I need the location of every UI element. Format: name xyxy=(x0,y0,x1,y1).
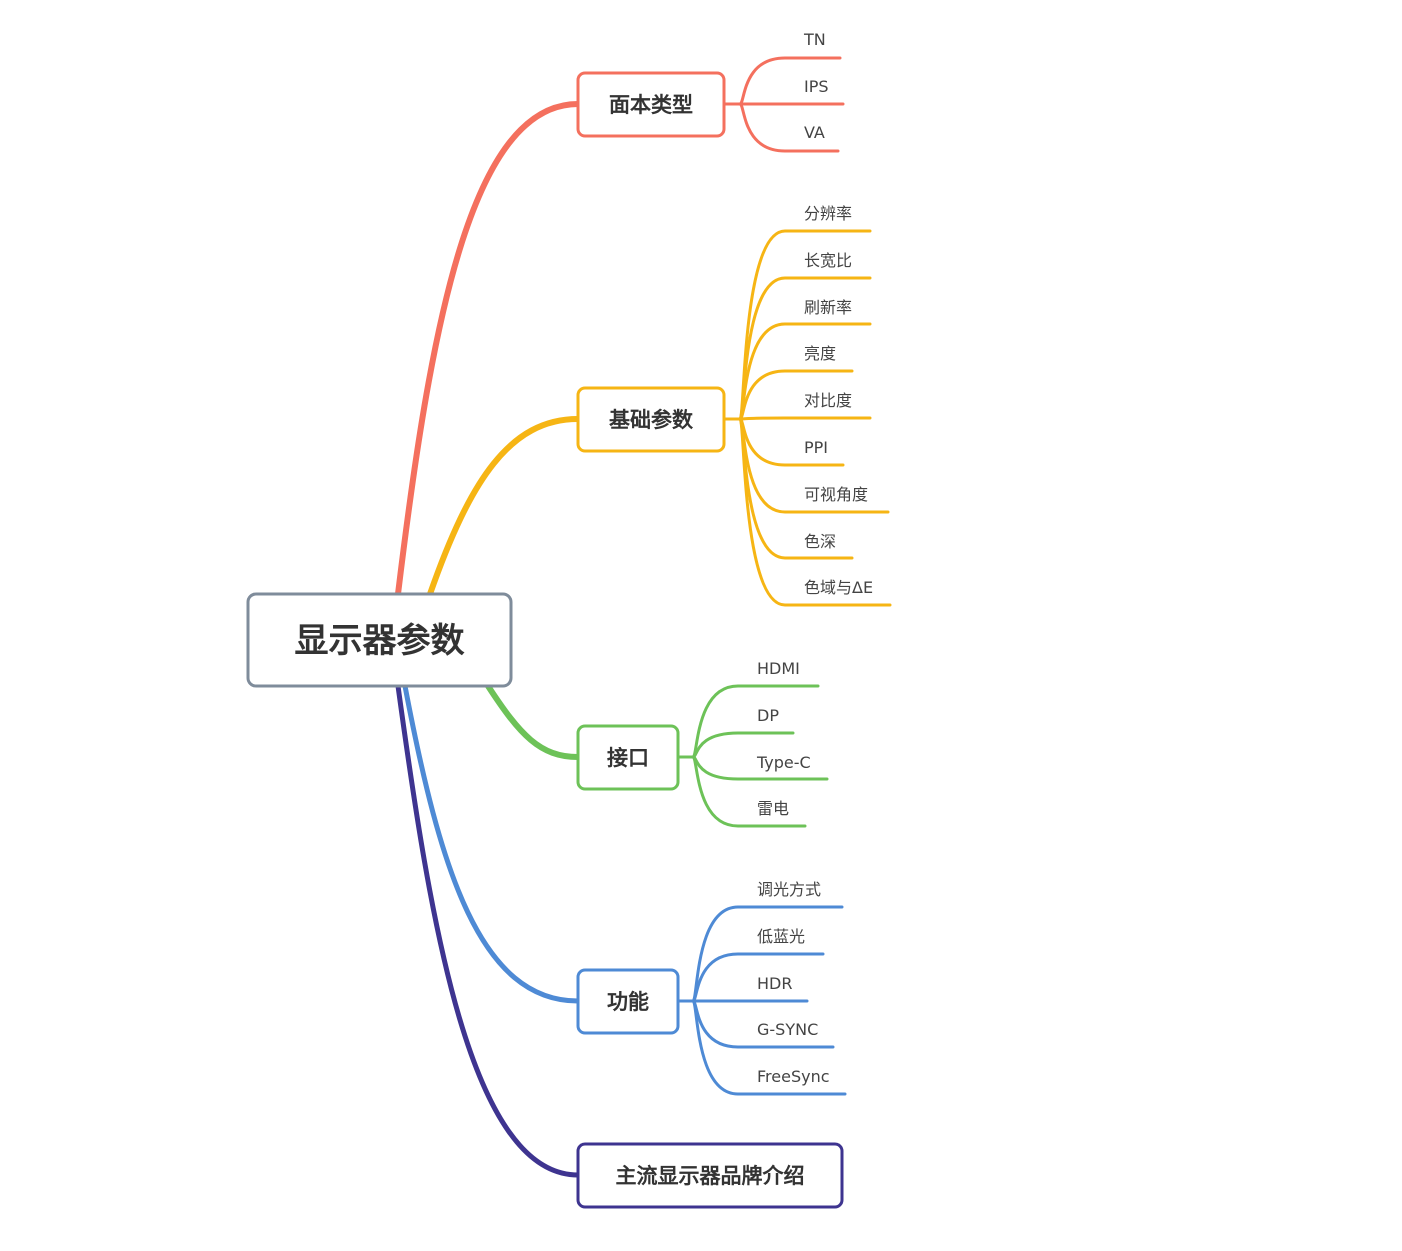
leaf-connector xyxy=(738,417,892,607)
root-node-label: 显示器参数 xyxy=(295,621,465,661)
branch-node-box xyxy=(576,968,680,1035)
leaf-connector xyxy=(738,369,854,421)
branch-node-box xyxy=(576,724,680,791)
branch-connector xyxy=(395,101,581,597)
leaf-label[interactable]: TN xyxy=(803,30,826,49)
branch-node-features[interactable]: 功能 xyxy=(576,968,680,1035)
leaf-label[interactable]: 调光方式 xyxy=(757,880,821,899)
leaf-label[interactable]: 分辨率 xyxy=(804,204,852,223)
leaf-connector xyxy=(738,56,842,106)
branch-node-label: 基础参数 xyxy=(609,408,694,432)
leaf-label[interactable]: 刷新率 xyxy=(804,298,852,317)
leaf-connector xyxy=(691,952,825,1003)
branch-node-basic-params[interactable]: 基础参数 xyxy=(576,386,726,453)
branch-node-label: 接口 xyxy=(607,746,649,770)
leaf-label[interactable]: G-SYNC xyxy=(757,1020,818,1039)
leaf-label[interactable]: FreeSync xyxy=(757,1067,830,1086)
leaf-label[interactable]: 长宽比 xyxy=(804,251,852,270)
branch-node-interfaces[interactable]: 接口 xyxy=(576,724,680,791)
leaf-label[interactable]: IPS xyxy=(804,77,829,96)
branch-node-panel-type[interactable]: 面本类型 xyxy=(576,71,726,138)
leaf-label[interactable]: 低蓝光 xyxy=(757,927,805,946)
branch-connector xyxy=(427,416,581,597)
branch-connector xyxy=(402,683,581,1004)
branch-connector xyxy=(395,683,581,1178)
leaf-label[interactable]: Type-C xyxy=(756,753,811,772)
leaf-label[interactable]: DP xyxy=(757,706,779,725)
leaf-label[interactable]: 对比度 xyxy=(804,391,852,410)
leaf-connector xyxy=(691,684,820,759)
branch-node-box xyxy=(576,71,726,138)
branch-node-label: 面本类型 xyxy=(609,93,693,117)
leaf-connector xyxy=(691,999,847,1096)
leaf-label[interactable]: 色深 xyxy=(804,532,836,551)
leaf-connector xyxy=(738,416,872,421)
branch-node-box xyxy=(576,386,726,453)
root-node-box xyxy=(246,592,513,688)
leaf-label[interactable]: 雷电 xyxy=(757,799,789,818)
connectors xyxy=(395,101,581,1178)
leaf-connector xyxy=(691,755,807,828)
leaf-label[interactable]: HDR xyxy=(757,974,792,993)
leaf-label[interactable]: VA xyxy=(804,123,825,142)
branch-node-box xyxy=(576,1142,844,1209)
leaf-label[interactable]: HDMI xyxy=(757,659,800,678)
branch-connector xyxy=(485,683,581,760)
leaf-connector xyxy=(738,102,840,153)
leaf-label[interactable]: PPI xyxy=(804,438,828,457)
branch-node-label: 主流显示器品牌介绍 xyxy=(616,1164,805,1188)
branch-node-label: 功能 xyxy=(607,990,649,1014)
root-node[interactable]: 显示器参数 xyxy=(246,592,513,688)
leaf-connectors xyxy=(676,56,892,1096)
branch-node-brands[interactable]: 主流显示器品牌介绍 xyxy=(576,1142,844,1209)
leaf-label[interactable]: 亮度 xyxy=(804,344,836,363)
leaf-label[interactable]: 色域与ΔE xyxy=(804,578,873,597)
leaf-label[interactable]: 可视角度 xyxy=(804,485,868,504)
